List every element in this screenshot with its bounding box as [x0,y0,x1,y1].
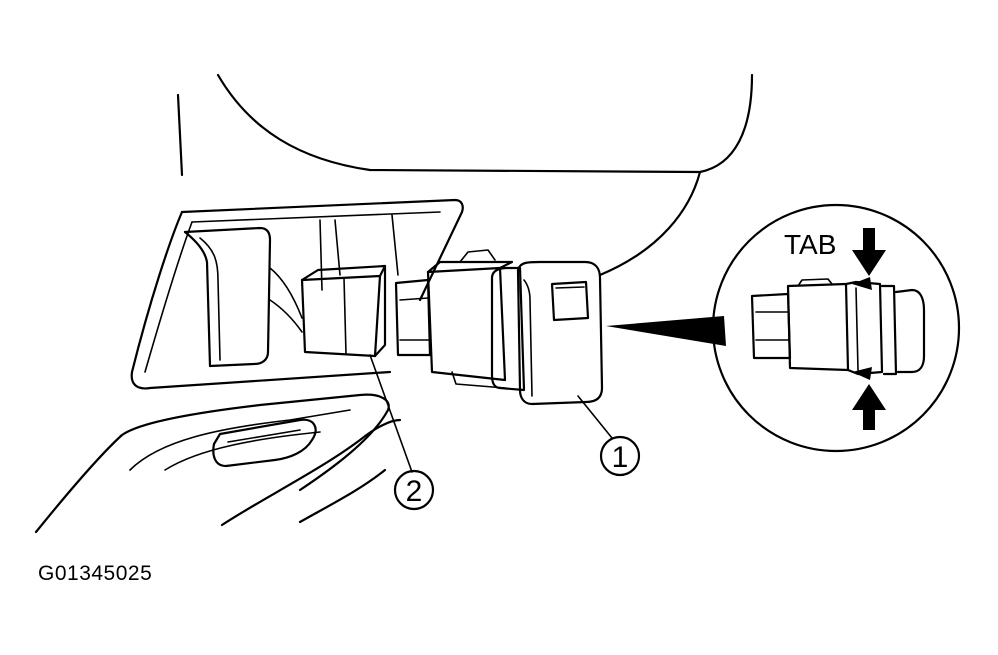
leader-lines [369,354,613,473]
detail-pointer [606,316,726,346]
tab-arrow-up-icon [852,384,886,430]
tab-arrow-down-icon [852,228,886,276]
switch-1 [394,249,604,406]
callout-2: 2 [393,469,435,511]
tab-label: TAB [784,229,836,260]
callout-1: 1 [599,435,641,477]
dashboard-panel [176,73,754,277]
callout-2-label: 2 [406,475,423,508]
connector-2 [300,264,387,358]
switch-bezel [130,198,464,390]
callout-1-label: 1 [612,441,629,474]
lower-dash [34,393,402,534]
figure-id: G01345025 [38,562,153,585]
detail-view: TAB [711,203,961,453]
